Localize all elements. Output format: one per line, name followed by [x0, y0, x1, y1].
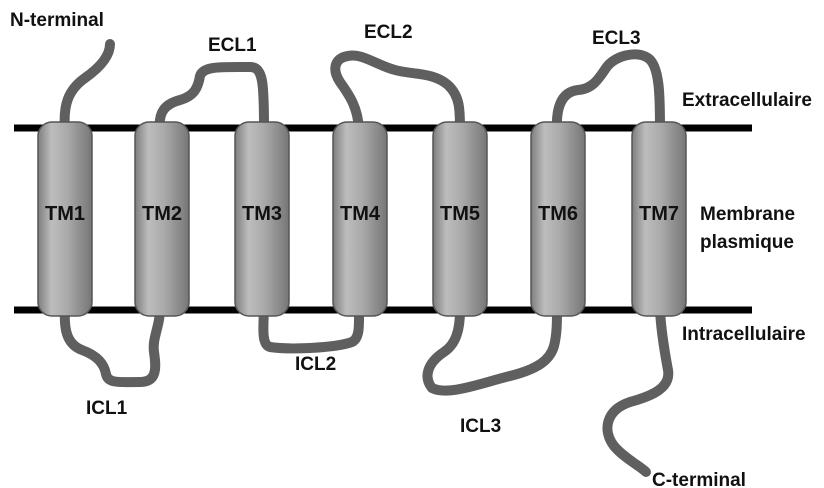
membrane-label-line1: Membrane [700, 204, 795, 225]
helix-label-tm4: TM4 [340, 203, 381, 225]
helix-label-tm3: TM3 [242, 203, 282, 225]
membrane-label-line2: plasmique [700, 232, 794, 253]
icl1-label: ICL1 [86, 398, 128, 419]
icl3-label: ICL3 [460, 416, 501, 437]
helix-label-tm5: TM5 [440, 203, 480, 225]
helix-label-tm1: TM1 [45, 203, 85, 225]
helix-tm4 [332, 121, 388, 317]
helix-group [37, 121, 687, 317]
extracellular-label: Extracellulaire [682, 90, 812, 111]
intracellular-label: Intracellulaire [682, 324, 806, 345]
helix-tm6 [530, 121, 586, 317]
helix-label-tm7: TM7 [639, 203, 679, 225]
icl1-loop [59, 305, 165, 388]
c-terminal-tail [602, 305, 674, 477]
c-terminal-label: C-terminal [652, 470, 746, 488]
helix-tm7 [631, 121, 687, 317]
helix-tm5 [432, 121, 488, 317]
icl2-loop [258, 305, 365, 354]
helix-label-tm2: TM2 [142, 203, 182, 225]
helix-tm1 [37, 121, 93, 317]
ecl3-label: ECL3 [592, 28, 641, 49]
helix-tm3 [234, 121, 290, 317]
ecl1-loop [154, 61, 269, 135]
ecl2-label: ECL2 [364, 22, 413, 43]
icl2-label: ICL2 [295, 354, 336, 375]
ecl1-label: ECL1 [208, 35, 257, 56]
ecl2-loop [330, 50, 465, 135]
n-terminal-label: N-terminal [10, 10, 104, 31]
ecl3-loop [551, 49, 665, 135]
icl3-loop [422, 305, 562, 396]
helix-tm2 [134, 121, 190, 317]
helix-label-tm6: TM6 [538, 203, 578, 225]
n-terminal-tail [59, 39, 115, 135]
